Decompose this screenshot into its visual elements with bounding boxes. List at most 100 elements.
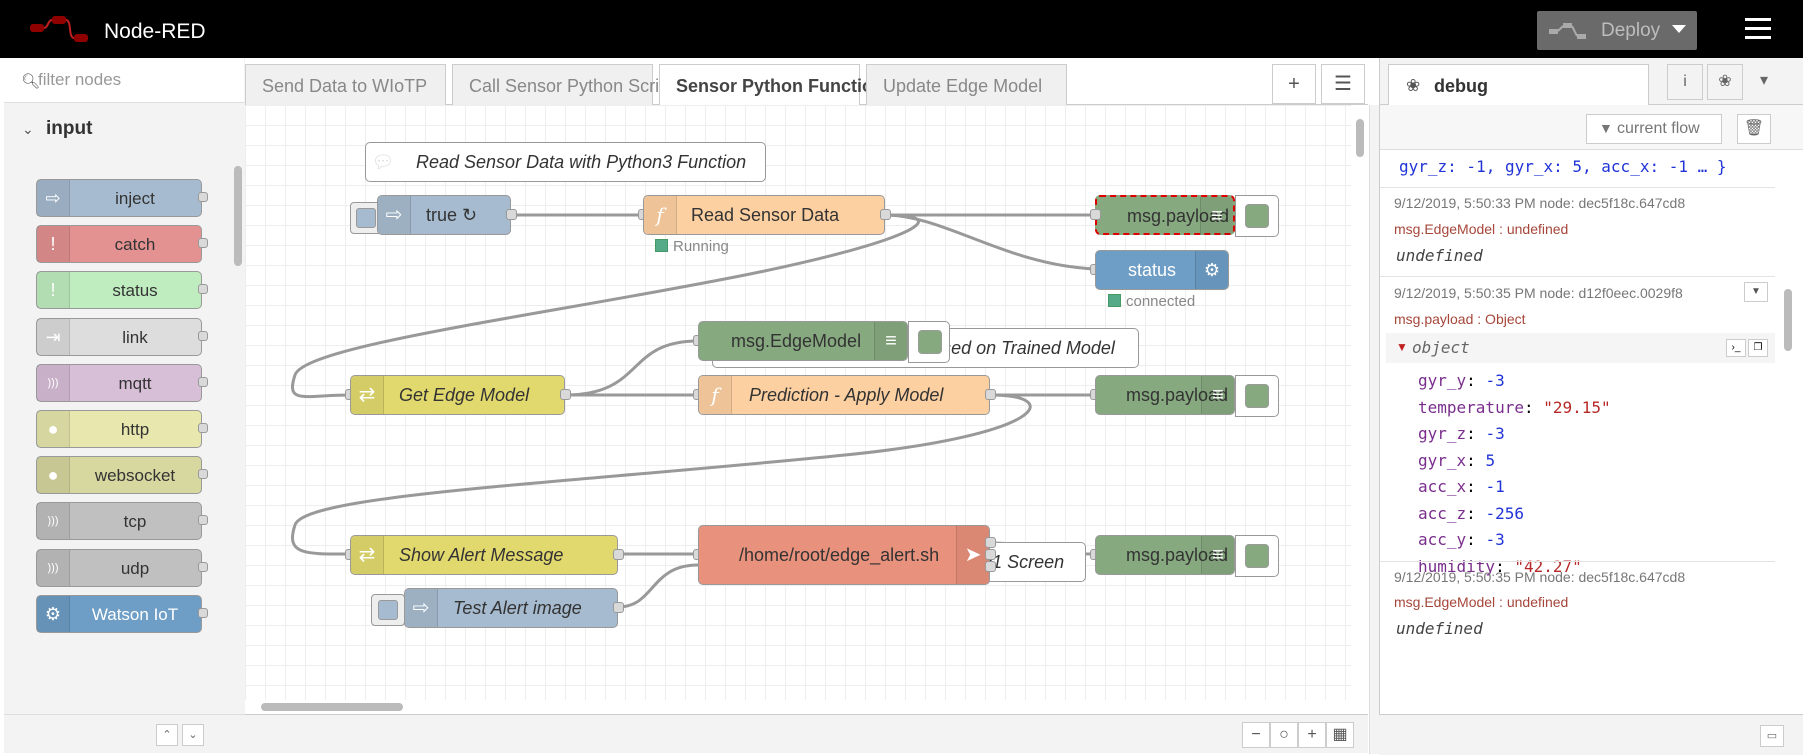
- info-icon[interactable]: i: [1667, 64, 1703, 100]
- palette-node-http[interactable]: ●http: [36, 410, 208, 448]
- sidebar-scrollbar[interactable]: [1781, 155, 1795, 685]
- inject-button-box[interactable]: [350, 202, 382, 234]
- bridge-icon: ))): [37, 549, 70, 586]
- palette-node-label: udp: [120, 558, 150, 578]
- debug-toggle-button[interactable]: [1245, 204, 1269, 228]
- output-port-rc[interactable]: [985, 561, 996, 572]
- comment-read-sensor[interactable]: 💬︎Read Sensor Data with Python3 Function: [365, 142, 766, 182]
- debug-toolbar: ▼ current flow 🗑︎: [1380, 105, 1803, 150]
- node-read-sensor-data[interactable]: f Read Sensor Data: [643, 195, 885, 235]
- debug-toggle-button[interactable]: [918, 330, 942, 354]
- node-inject-true[interactable]: ⇨ true ↻: [377, 195, 511, 235]
- tab-update-edge-model[interactable]: Update Edge Model: [866, 64, 1067, 105]
- exec-arrow-icon: ➤: [956, 526, 989, 584]
- filter-nodes-input[interactable]: filter nodes: [38, 70, 122, 89]
- node-label: Read Sensor Data: [691, 205, 840, 225]
- node-test-alert-image[interactable]: ⇨ Test Alert image: [404, 588, 618, 628]
- bug-tab-icon[interactable]: ❀: [1707, 64, 1743, 100]
- node-label: msg.payload: [1127, 206, 1230, 226]
- deploy-dropdown-chevron-icon[interactable]: [1672, 25, 1686, 33]
- node-debug-msg-payload-3[interactable]: msg.payload ≡: [1095, 535, 1235, 575]
- zoom-in-icon[interactable]: +: [1298, 722, 1326, 748]
- zoom-reset-icon[interactable]: ○: [1270, 722, 1298, 748]
- object-property-row[interactable]: acc_y: -3: [1418, 530, 1505, 549]
- palette-node-label: Watson IoT: [91, 604, 179, 624]
- palette-node-udp[interactable]: ))) udp: [36, 548, 208, 587]
- globe-icon: ●: [37, 411, 70, 447]
- zoom-out-icon[interactable]: −: [1242, 722, 1270, 748]
- node-show-alert-message[interactable]: ⇄ Show Alert Message: [350, 535, 618, 575]
- bug-icon: ❀: [1406, 76, 1421, 95]
- tab-sensor-python-function[interactable]: Sensor Python Function: [659, 64, 884, 106]
- output-port[interactable]: [560, 389, 571, 400]
- workspace-horizontal-scrollbar[interactable]: [245, 700, 1353, 714]
- palette-node-mqtt[interactable]: )))mqtt: [36, 363, 208, 402]
- palette-filter[interactable]: 🔍︎ filter nodes: [4, 58, 244, 103]
- collapse-all-icon[interactable]: ⌃: [156, 724, 178, 746]
- output-port[interactable]: [506, 209, 517, 220]
- exclamation-icon: !: [37, 226, 70, 263]
- deploy-button[interactable]: Deploy: [1537, 11, 1697, 50]
- main-menu-hamburger-icon[interactable]: [1745, 18, 1771, 40]
- debug-toggle-button[interactable]: [1245, 384, 1269, 408]
- expand-caret-icon[interactable]: ▼: [1396, 340, 1408, 354]
- node-debug-msg-payload-1[interactable]: msg.payload ≡: [1095, 195, 1235, 235]
- object-property-row[interactable]: acc_x: -1: [1418, 477, 1505, 496]
- search-icon: 🔍︎: [21, 73, 41, 90]
- message-options-chevron-icon[interactable]: ▼: [1744, 282, 1768, 302]
- chevron-down-icon: ⌄: [22, 121, 34, 137]
- output-port[interactable]: [613, 549, 624, 560]
- palette-node-label: tcp: [123, 512, 147, 532]
- debug-list-icon: ≡: [1201, 536, 1234, 574]
- object-property-row[interactable]: gyr_x: 5: [1418, 450, 1496, 470]
- tab-debug[interactable]: ❀ debug: [1388, 64, 1649, 106]
- tab-send-data-to-wiotp[interactable]: Send Data to WIoTP: [245, 64, 446, 105]
- node-exec-edge-alert[interactable]: /home/root/edge_alert.sh ➤: [698, 525, 990, 585]
- output-port[interactable]: [880, 209, 891, 220]
- node-debug-msg-payload-2[interactable]: msg.payload ≡: [1095, 375, 1235, 415]
- tab-call-sensor-python-script[interactable]: Call Sensor Python Script: [452, 64, 674, 105]
- deploy-icon: [1549, 23, 1586, 39]
- palette-scrollbar[interactable]: [232, 150, 242, 700]
- object-property-row[interactable]: gyr_z: -3: [1418, 424, 1505, 443]
- workspace-vertical-scrollbar[interactable]: [1353, 105, 1367, 700]
- node-prediction-apply-model[interactable]: f Prediction - Apply Model: [698, 375, 990, 415]
- app-title: Node-RED: [104, 20, 206, 43]
- navigator-map-icon[interactable]: ▦: [1326, 722, 1354, 748]
- input-port[interactable]: [1090, 209, 1101, 220]
- tab-label: Send Data to WIoTP: [262, 76, 428, 96]
- node-status-watson[interactable]: status ⚙: [1095, 250, 1229, 290]
- palette-node-link[interactable]: ⇥link: [36, 317, 208, 356]
- palette-category-header[interactable]: ⌄ input: [4, 108, 227, 150]
- copy-path-icon[interactable]: ›_: [1726, 339, 1746, 357]
- add-tab-plus-icon[interactable]: +: [1272, 64, 1316, 104]
- inject-button-box[interactable]: [371, 594, 405, 626]
- palette-node-catch[interactable]: !catch: [36, 225, 208, 264]
- object-property-row[interactable]: temperature: "29.15": [1418, 397, 1611, 417]
- palette-node-inject[interactable]: ⇨inject: [36, 179, 208, 217]
- palette-node-websocket[interactable]: ●websocket: [36, 456, 208, 495]
- output-port: [198, 469, 208, 480]
- node-get-edge-model[interactable]: ⇄ Get Edge Model: [350, 375, 565, 415]
- clear-trash-icon[interactable]: 🗑︎: [1737, 114, 1771, 144]
- object-property-row[interactable]: gyr_y: -3: [1418, 371, 1505, 390]
- palette-node-status[interactable]: !status: [36, 271, 208, 310]
- palette-node-watson-iot[interactable]: ⚙Watson IoT: [36, 594, 208, 633]
- flow-workspace[interactable]: 💬︎Read Sensor Data with Python3 Function…: [245, 105, 1351, 700]
- output-port-stderr[interactable]: [985, 549, 996, 560]
- object-property-row[interactable]: acc_z: -256: [1418, 503, 1524, 523]
- sidebar-resize-handle[interactable]: [1369, 105, 1380, 754]
- object-header-row[interactable]: ▼ object ›_ ❐: [1386, 333, 1775, 363]
- debug-toggle-button[interactable]: [1245, 544, 1269, 568]
- chevron-down-icon[interactable]: ▾: [1747, 64, 1781, 98]
- output-port-stdout[interactable]: [985, 537, 996, 548]
- output-port[interactable]: [985, 389, 996, 400]
- node-debug-msg-edgemodel[interactable]: msg.EdgeModel ≡: [698, 321, 908, 361]
- current-flow-filter-button[interactable]: ▼ current flow: [1586, 114, 1722, 144]
- tab-list-icon[interactable]: ☰: [1321, 64, 1365, 104]
- open-debug-window-icon[interactable]: ▭: [1760, 725, 1784, 747]
- expand-all-icon[interactable]: ⌄: [182, 724, 204, 746]
- palette-node-tcp[interactable]: )))tcp: [36, 502, 208, 541]
- output-port[interactable]: [613, 602, 624, 613]
- copy-value-icon[interactable]: ❐: [1748, 339, 1768, 357]
